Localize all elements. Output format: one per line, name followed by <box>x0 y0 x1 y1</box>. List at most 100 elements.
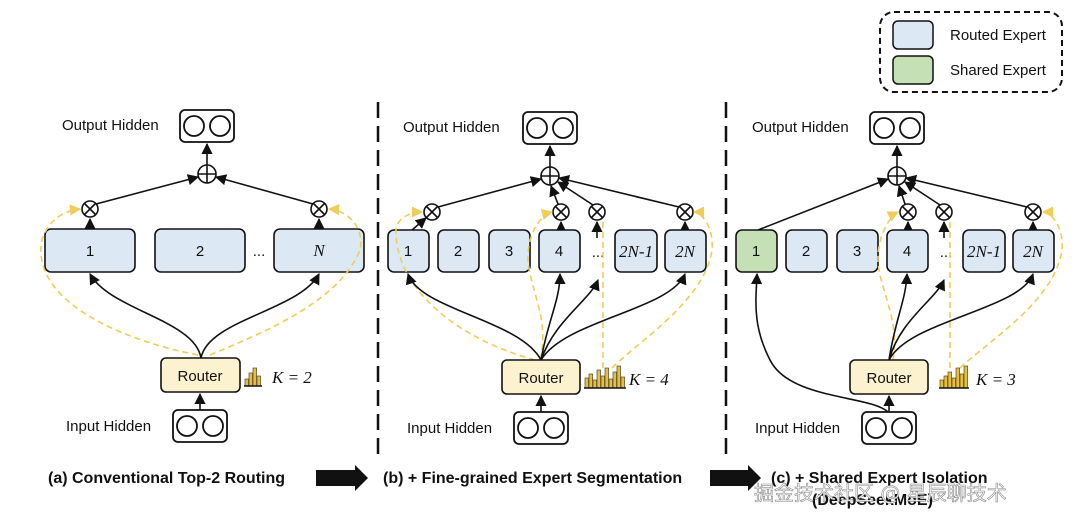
routed-expert-box <box>886 229 929 273</box>
router-score-bars <box>584 365 626 389</box>
next-arrow <box>710 465 761 491</box>
output-hidden-vector <box>522 111 578 145</box>
score-bar <box>608 378 613 389</box>
gate-node <box>310 200 328 218</box>
routed-expert-box <box>962 229 1006 273</box>
gate-node <box>1024 203 1042 221</box>
router-score-bars <box>244 367 262 387</box>
expert-label: N <box>312 241 326 260</box>
gate-node <box>423 203 441 221</box>
routed-expert-box <box>488 229 531 273</box>
input-hidden-label: Input Hidden <box>66 418 151 435</box>
expert-label: 4 <box>903 243 911 260</box>
k-label: K = 2 <box>271 368 312 387</box>
output-hidden-label: Output Hidden <box>62 117 159 134</box>
input-hidden-label: Input Hidden <box>407 420 492 437</box>
score-bar <box>604 367 609 389</box>
caption-a: (a) Conventional Top-2 Routing <box>48 470 285 487</box>
output-hidden-label: Output Hidden <box>752 119 849 136</box>
score-bar <box>620 376 625 389</box>
score-bar <box>588 373 593 389</box>
output-hidden-vector <box>869 111 925 145</box>
expert-label: 3 <box>505 243 513 260</box>
expert-label: 2 <box>196 243 204 260</box>
panel-a: Output Hidden 1 2 <box>40 109 365 487</box>
routed-expert-box <box>387 229 430 273</box>
score-bar <box>947 371 952 389</box>
input-hidden-label: Input Hidden <box>755 420 840 437</box>
caption-b: (b) + Fine-grained Expert Segmentation <box>383 470 682 487</box>
routed-expert-box <box>785 229 828 273</box>
output-hidden-vector <box>179 109 235 143</box>
routed-expert-box <box>1012 229 1055 273</box>
sum-node <box>887 166 907 186</box>
routed-expert-box <box>614 229 658 273</box>
gate-node <box>81 200 99 218</box>
score-bar <box>955 367 960 389</box>
k-label: K = 4 <box>628 370 669 389</box>
expert-label: 1 <box>404 243 412 260</box>
ellipsis: ... <box>253 243 266 260</box>
legend-shared-swatch <box>892 55 934 85</box>
ellipsis: ... <box>592 244 605 261</box>
input-hidden-vector <box>513 411 569 445</box>
router-box <box>160 357 241 393</box>
legend-routed-swatch <box>892 20 934 50</box>
score-bar <box>959 373 964 389</box>
caption-c: (c) + Shared Expert Isolation <box>771 470 988 487</box>
routed-expert-box <box>44 228 136 273</box>
expert-label: 3 <box>853 243 861 260</box>
output-hidden-label: Output Hidden <box>403 119 500 136</box>
score-bar <box>612 371 617 389</box>
score-bar <box>596 369 601 389</box>
score-bar <box>584 377 589 389</box>
sum-node <box>197 164 217 184</box>
panel-c: Output Hidden 1 2 3 4 ... 2N-1 <box>735 111 1063 509</box>
score-bar <box>248 372 253 387</box>
score-bar <box>943 375 948 389</box>
watermark: 掘金技术社区 @ 星辰聊技术 <box>754 481 1007 505</box>
score-bar <box>616 365 621 389</box>
input-hidden-vector <box>861 411 917 445</box>
k-label: K = 3 <box>975 370 1016 389</box>
routed-expert-box <box>154 228 246 273</box>
routed-expert-box <box>538 229 581 273</box>
expert-label: 4 <box>555 243 563 260</box>
expert-label: 2 <box>454 243 462 260</box>
legend-shared-label: Shared Expert <box>950 62 1047 79</box>
router-box <box>501 359 581 395</box>
gate-node <box>899 203 917 221</box>
gate-node <box>552 203 570 221</box>
expert-label: 2 <box>802 243 810 260</box>
score-bar <box>244 378 249 387</box>
score-bar <box>592 379 597 389</box>
sum-node <box>540 166 560 186</box>
score-bar <box>600 375 605 389</box>
expert-label: 2N <box>1023 242 1045 261</box>
expert-label: 2N-1 <box>967 242 1001 261</box>
expert-label: 2N-1 <box>619 242 653 261</box>
ellipsis: ... <box>940 244 953 261</box>
expert-label: 1 <box>86 243 94 260</box>
shared-expert-box <box>735 229 778 273</box>
input-hidden-vector <box>172 409 228 443</box>
router-score-bars <box>939 365 969 389</box>
score-bar <box>252 367 257 387</box>
router-label: Router <box>518 370 563 387</box>
expert-label: 1 <box>752 243 760 260</box>
routed-expert-box <box>664 229 707 273</box>
score-bar <box>939 379 944 389</box>
gate-node <box>588 203 606 221</box>
next-arrow <box>316 465 368 491</box>
router-label: Router <box>866 370 911 387</box>
legend: Routed Expert Shared Expert <box>879 11 1063 93</box>
gate-node <box>676 203 694 221</box>
gate-node <box>935 203 953 221</box>
router-box <box>849 359 929 395</box>
legend-routed-label: Routed Expert <box>950 27 1047 44</box>
score-bar <box>951 377 956 389</box>
routed-expert-box <box>437 229 480 273</box>
caption-c-sub: (DeepSeekMoE) <box>812 492 933 509</box>
expert-label: 2N <box>675 242 697 261</box>
